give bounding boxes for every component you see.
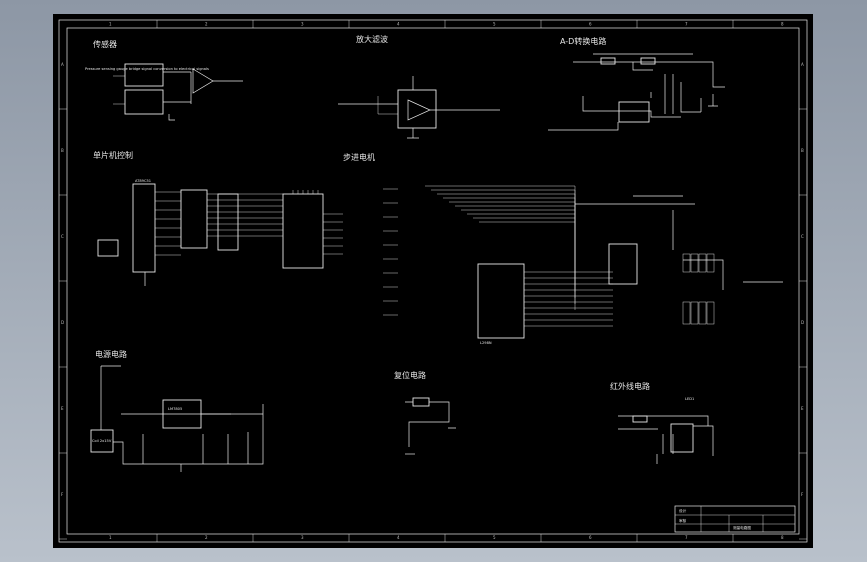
col-tick-bottom: 1 bbox=[109, 535, 112, 540]
regulator-part: LM7805 bbox=[168, 407, 182, 411]
col-tick-bottom: 4 bbox=[397, 535, 400, 540]
section-title-ad: A-D转换电路 bbox=[560, 36, 606, 46]
col-tick-top: 2 bbox=[205, 22, 208, 27]
col-tick-bottom: 3 bbox=[301, 535, 304, 540]
row-tick-right: A bbox=[801, 62, 804, 67]
title-block: 设计 审核 测量电路图 bbox=[674, 505, 796, 533]
mcu-part: AT89C51 bbox=[135, 179, 151, 183]
motor-driver-part: L298N bbox=[480, 341, 492, 345]
ir-circuit: LED1 bbox=[618, 397, 714, 464]
col-tick-bottom: 7 bbox=[685, 535, 688, 540]
col-tick-top: 1 bbox=[109, 22, 112, 27]
col-tick-top: 8 bbox=[781, 22, 784, 27]
reset-circuit bbox=[405, 397, 456, 455]
section-title-reset: 复位电路 bbox=[394, 370, 426, 380]
transformer-part: Coil 2x15V bbox=[92, 439, 112, 443]
row-tick-left: F bbox=[61, 492, 64, 497]
row-tick-right: B bbox=[801, 148, 804, 153]
section-title-ir: 红外线电路 bbox=[610, 381, 650, 391]
col-tick-bottom: 2 bbox=[205, 535, 208, 540]
sensor-circuit: Pressure sensing gauge bridge signal con… bbox=[85, 63, 243, 121]
section-title-mcu: 单片机控制 bbox=[93, 150, 133, 160]
row-tick-left: A bbox=[61, 62, 64, 67]
col-tick-bottom: 6 bbox=[589, 535, 592, 540]
section-title-motor: 步进电机 bbox=[343, 152, 375, 162]
title-name: 测量电路图 bbox=[733, 525, 751, 530]
mcu-chip bbox=[132, 183, 156, 273]
col-tick-top: 6 bbox=[589, 22, 592, 27]
ir-led: LED1 bbox=[685, 397, 694, 401]
power-circuit: Coil 2x15V LM7805 bbox=[90, 365, 264, 472]
sensor-note: Pressure sensing gauge bridge signal con… bbox=[85, 67, 209, 71]
row-tick-right: D bbox=[801, 320, 804, 325]
mcu-circuit: AT89C51 bbox=[97, 179, 343, 286]
row-tick-left: C bbox=[61, 234, 64, 239]
row-tick-right: E bbox=[801, 406, 804, 411]
col-tick-top: 3 bbox=[301, 22, 304, 27]
col-tick-top: 5 bbox=[493, 22, 496, 27]
title-checked: 审核 bbox=[679, 518, 687, 523]
row-tick-left: B bbox=[61, 148, 64, 153]
inner-frame bbox=[66, 27, 800, 535]
title-drawn: 设计 bbox=[679, 508, 687, 513]
row-tick-right: C bbox=[801, 234, 804, 239]
section-title-amplifier: 放大滤波 bbox=[356, 34, 388, 44]
col-tick-bottom: 8 bbox=[781, 535, 784, 540]
col-tick-top: 7 bbox=[685, 22, 688, 27]
row-tick-left: E bbox=[61, 406, 64, 411]
section-title-power: 电源电路 bbox=[95, 349, 127, 359]
motor-circuit: L298N bbox=[383, 185, 783, 345]
row-tick-left: D bbox=[61, 320, 64, 325]
ad-circuit bbox=[548, 53, 725, 131]
row-tick-right: F bbox=[801, 492, 804, 497]
transformer bbox=[90, 429, 114, 453]
col-tick-top: 4 bbox=[397, 22, 400, 27]
motor-driver-chip bbox=[477, 263, 525, 339]
col-tick-bottom: 5 bbox=[493, 535, 496, 540]
section-title-sensor: 传感器 bbox=[93, 39, 117, 49]
amplifier-circuit bbox=[338, 76, 500, 139]
